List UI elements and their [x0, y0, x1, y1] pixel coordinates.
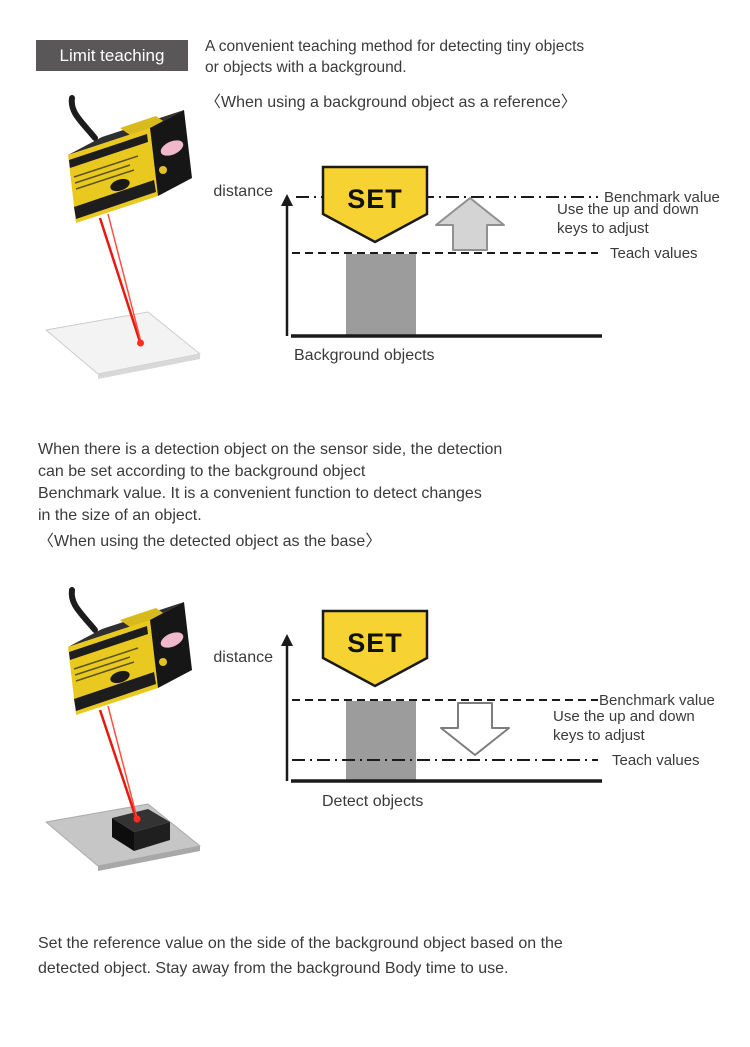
- benchmark-label-2: Benchmark value: [599, 692, 715, 709]
- section1-caption: 〈When using a background object as a ref…: [205, 94, 577, 111]
- background-object-bar: [346, 254, 416, 335]
- diagram2-chart: [281, 609, 602, 783]
- sensor-indicator-dot-2: [159, 658, 167, 666]
- set-label-2: SET: [347, 628, 403, 658]
- target-plate-edge-1: [98, 354, 200, 379]
- detect-box-top-face: [112, 809, 170, 832]
- section2-caption: 〈When using the detected object as the b…: [38, 533, 382, 550]
- adjust-hint-1: Use the up and down keys to adjust: [557, 201, 699, 237]
- teach-label-1: Teach values: [610, 245, 698, 262]
- set-pentagon-1: [321, 165, 429, 244]
- laser-beam-2: [98, 709, 138, 819]
- distance-label-1: distance: [213, 183, 273, 200]
- sensor-button-1: [110, 178, 130, 192]
- detect-object-bar: [346, 701, 416, 780]
- limit-teaching-badge: Limit teaching: [36, 40, 188, 71]
- label-bottom-band-2: [74, 672, 156, 711]
- mid-paragraph: When there is a detection object on the …: [38, 441, 503, 524]
- adjust-hint-2: Use the up and down keys to adjust: [553, 708, 695, 744]
- target-plate-1: [45, 311, 201, 375]
- object-label-2: Detect objects: [322, 793, 424, 810]
- sensor-pink-lens-2: [160, 632, 184, 648]
- sensor-cable-2: [68, 587, 98, 633]
- sensor-label-face-1: [68, 128, 158, 223]
- sensor-pink-lens-1: [160, 140, 184, 156]
- laser-beam-1b: [107, 213, 142, 343]
- sensor-illustration-2: [45, 587, 201, 871]
- sensor-button-2: [110, 670, 130, 684]
- label-text-line: [73, 647, 139, 670]
- laser-spot-1: [137, 339, 144, 347]
- sensor-illustration-1: [45, 95, 201, 379]
- detect-box-left-face: [112, 818, 134, 851]
- up-arrow-icon: [435, 197, 505, 251]
- label-header-band-1: [69, 134, 148, 168]
- axis-arrowhead-1: [281, 194, 293, 206]
- down-arrow-icon: [440, 702, 510, 756]
- sensor-top-sticker-1: [120, 116, 166, 135]
- diagram1-chart: [281, 165, 602, 338]
- label-text-line: [75, 661, 135, 682]
- sensor-cable-1: [68, 95, 98, 141]
- label-header-band-2: [69, 626, 148, 660]
- set-label-1: SET: [347, 184, 403, 214]
- object-label-1: Background objects: [294, 347, 435, 364]
- laser-beam-2b: [107, 705, 138, 819]
- axis-arrowhead-2: [281, 634, 293, 646]
- label-text-line: [73, 155, 139, 178]
- target-plate-edge-2: [98, 846, 200, 871]
- detect-box-right-face: [134, 822, 170, 851]
- distance-label-2: distance: [213, 649, 273, 666]
- label-bottom-band-1: [74, 180, 156, 219]
- sensor-indicator-dot-1: [159, 166, 167, 174]
- label-text-line: [74, 164, 131, 184]
- label-text-line: [75, 169, 135, 190]
- label-text-line: [74, 656, 131, 676]
- sensor-label-face-2: [68, 620, 158, 715]
- footer-paragraph: Set the reference value on the side of t…: [38, 935, 563, 977]
- intro-text: A convenient teaching method for detecti…: [205, 38, 585, 76]
- laser-spot-2: [133, 815, 141, 823]
- benchmark-label-1: Benchmark value: [604, 189, 720, 206]
- teach-label-2: Teach values: [612, 752, 700, 769]
- laser-beam-1: [98, 217, 142, 343]
- set-pentagon-2: [321, 609, 429, 688]
- sensor-top-sticker-2: [120, 608, 166, 627]
